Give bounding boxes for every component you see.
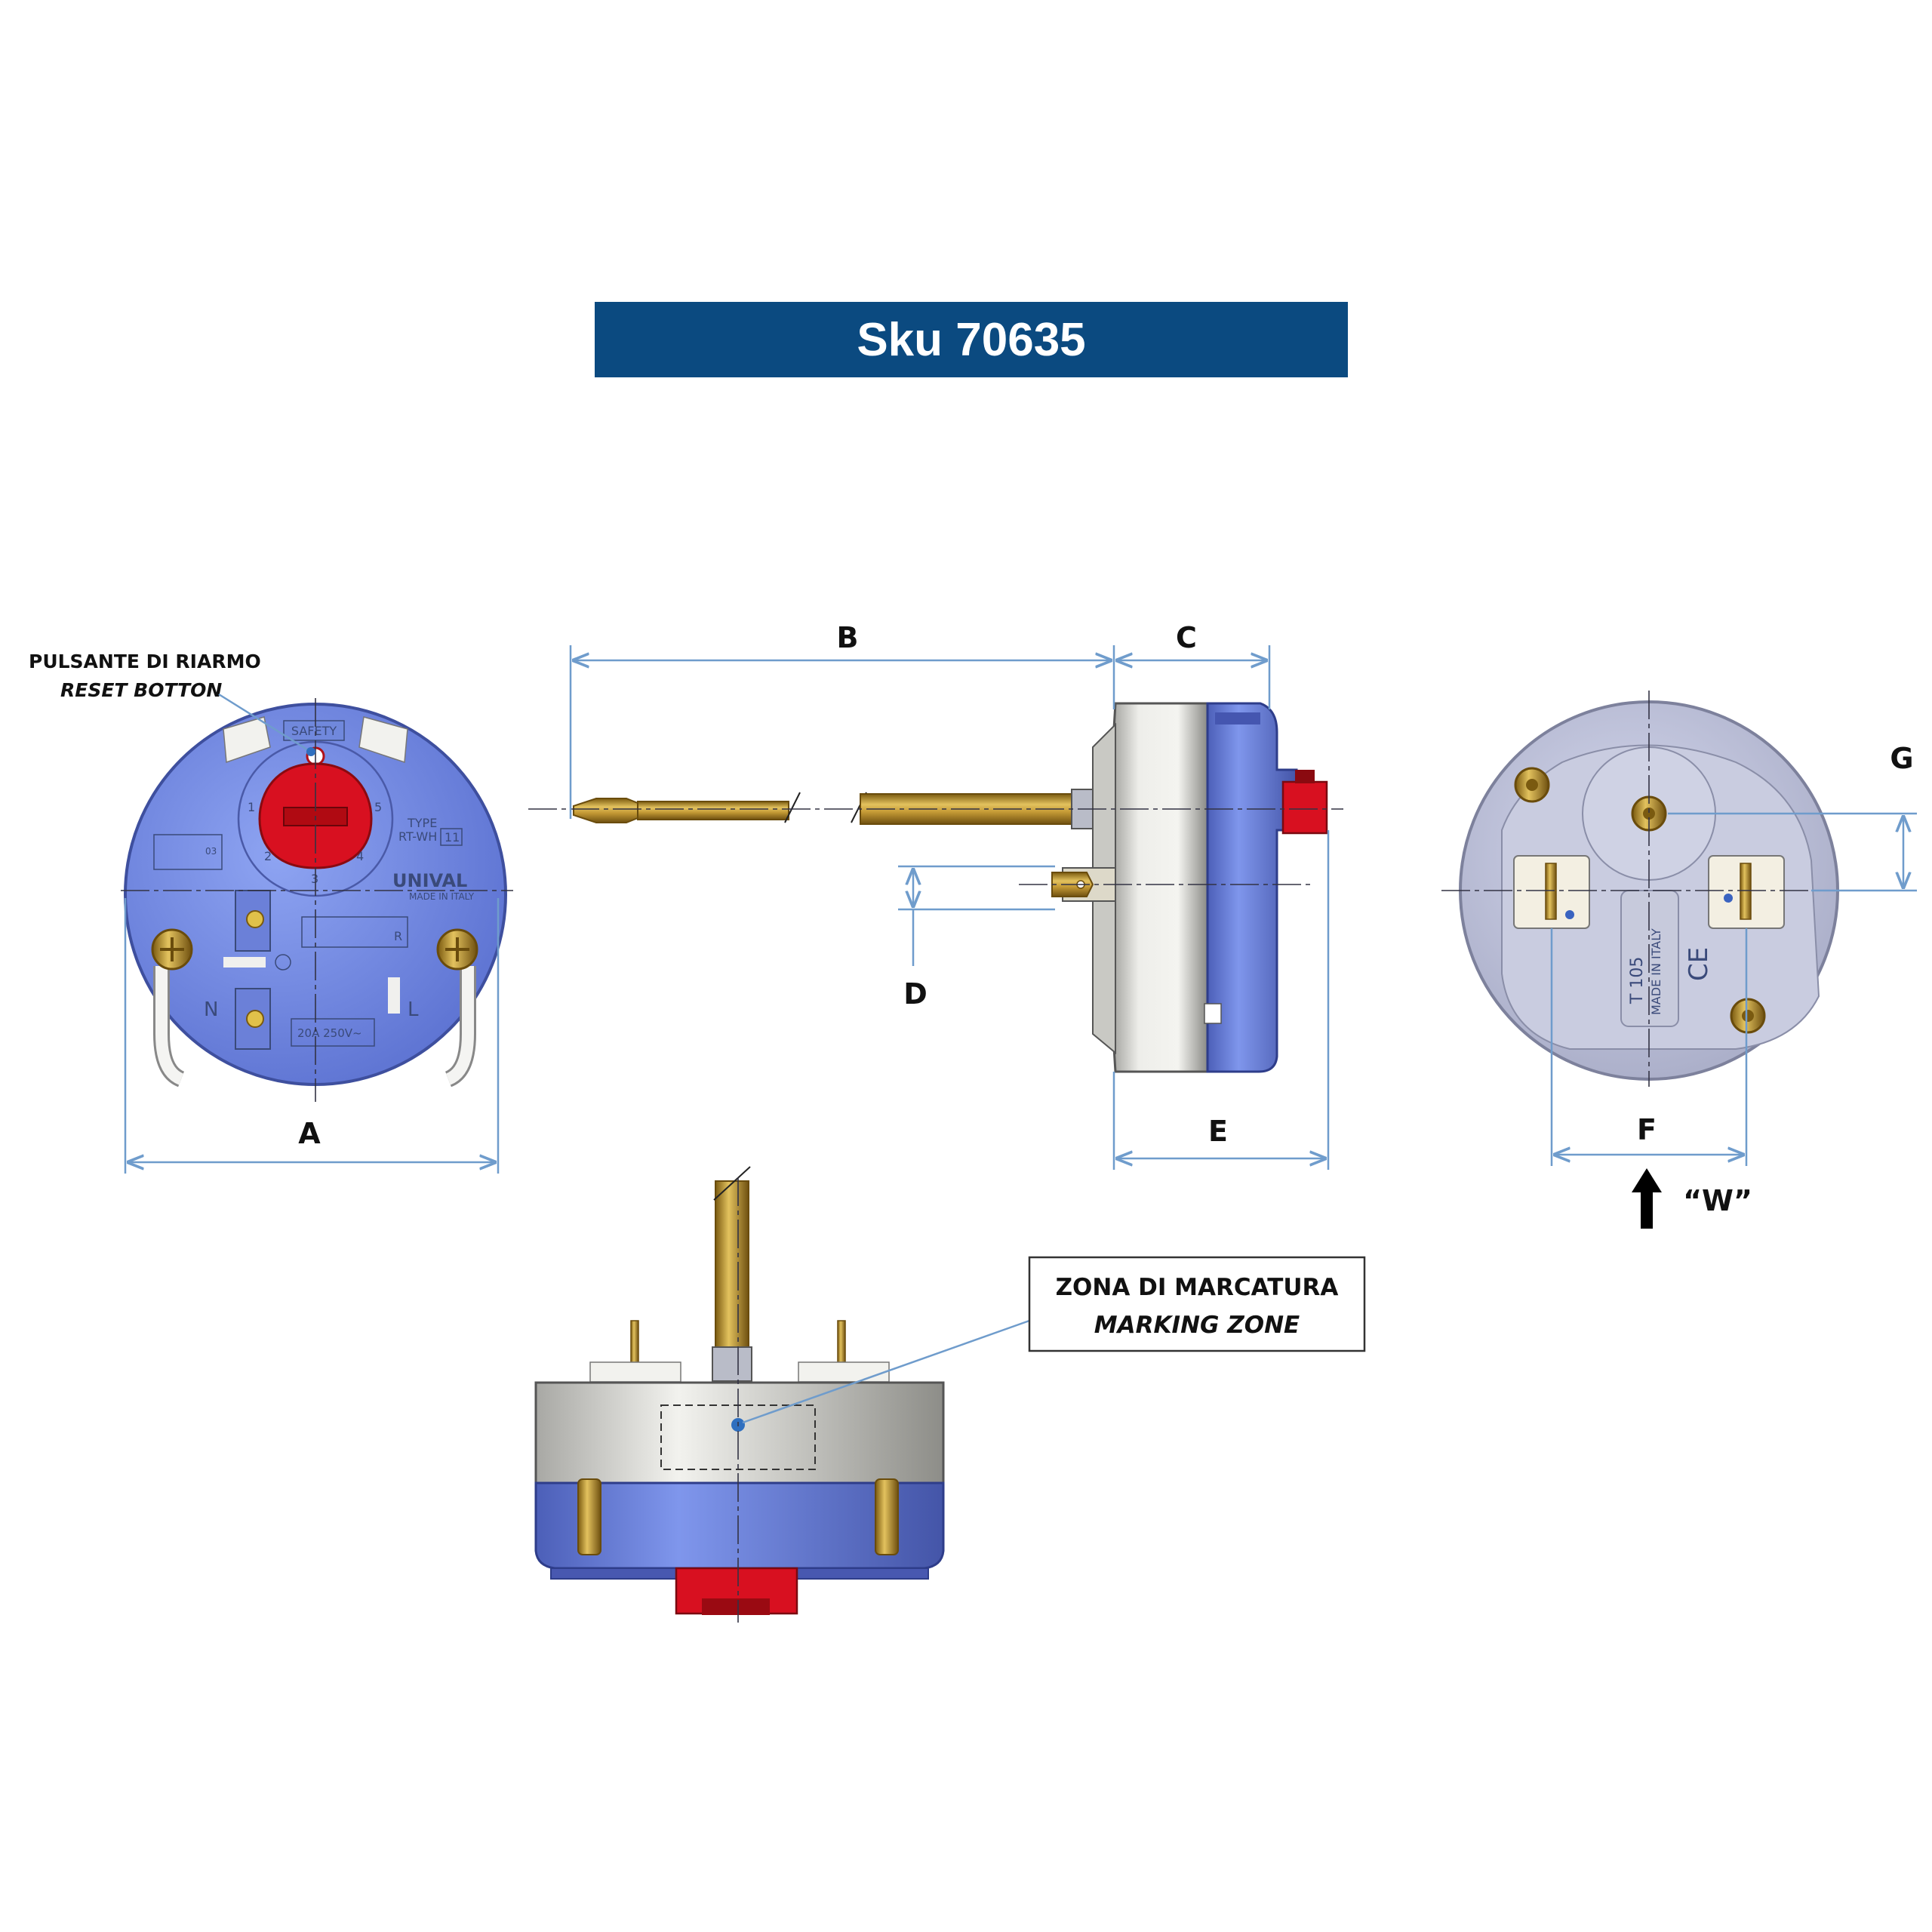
reset-leader-dot: [306, 747, 315, 756]
dim-d-label: D: [903, 977, 928, 1011]
wire-left: [155, 966, 184, 1085]
side-view: [528, 702, 1343, 1073]
terminal-n-letter: N: [204, 998, 218, 1021]
back-rivet-bottom-right-hole: [1742, 1010, 1754, 1022]
marking-leader-line: [742, 1319, 1030, 1424]
dial-number-4: 4: [356, 849, 364, 863]
marking-note-english: MARKING ZONE: [1094, 1312, 1300, 1339]
cert-mark: [153, 834, 223, 870]
bottom-rivet-left: [577, 1478, 601, 1555]
dim-c-label: C: [1176, 621, 1197, 654]
bottom-probe: [715, 1180, 749, 1348]
dial-number-1: 1: [248, 800, 255, 814]
front-tab-left: [223, 716, 271, 764]
wire-right: [445, 966, 474, 1085]
probe-tip: [573, 798, 638, 823]
rating-text: 20A 250V~: [297, 1026, 362, 1040]
terminal-screw-1: [246, 910, 264, 928]
reset-note-english: RESET BOTTON: [60, 679, 222, 701]
made-in-italy-front: MADE IN ITALY: [409, 891, 475, 902]
bottom-rivet-right: [875, 1478, 899, 1555]
view-w-arrow-icon: [1632, 1168, 1662, 1229]
dial-number-3: 3: [311, 872, 318, 886]
type-number-box: [440, 828, 463, 846]
back-terminal-right-spade: [1740, 863, 1752, 920]
back-terminal-left-spade: [1545, 863, 1557, 920]
bottom-terminal-left: [589, 1361, 681, 1383]
type-label: TYPE: [407, 816, 437, 830]
back-terminal-right-dot: [1724, 894, 1733, 903]
sku-banner: Sku 70635: [595, 302, 1348, 377]
screw-left-cross: [160, 937, 184, 961]
screw-right-cross: [445, 937, 469, 961]
bottom-terminal-right: [798, 1361, 890, 1383]
back-ce-mark: CE: [1684, 947, 1714, 981]
back-terminal-left-dot: [1565, 910, 1574, 919]
front-view: SAFETY 1 2 3 4 5 TYPE RT-WH 11 03 UNIVAL…: [121, 698, 513, 1102]
bottom-probe-break: [713, 1166, 751, 1201]
marking-note-box: [1028, 1256, 1366, 1352]
reset-leader-line: [218, 693, 310, 752]
back-rivet-top-left-hole: [1526, 779, 1538, 791]
bottom-pin-right: [837, 1320, 846, 1367]
front-slot: [223, 957, 266, 968]
front-slot-2: [388, 977, 400, 1014]
marking-note-italian: ZONA DI MARCATURA: [1056, 1274, 1339, 1301]
back-marking-plate: [1620, 890, 1679, 1027]
terminal-r-label: R: [394, 929, 402, 943]
terminal-screw-2: [246, 1010, 264, 1028]
terminal-l-letter: L: [408, 998, 419, 1021]
probe-break-1: [784, 792, 801, 823]
bottom-reset-shadow: [702, 1598, 770, 1615]
brand-text: UNIVAL: [392, 870, 467, 891]
side-body-grey: [1108, 702, 1209, 1073]
dim-e-label: E: [1208, 1115, 1228, 1148]
probe-segment-1: [637, 801, 789, 820]
side-blue-tab: [1215, 712, 1260, 724]
cert-number: 03: [205, 846, 217, 857]
bottom-view: [534, 1166, 945, 1623]
side-reset-button: [1281, 780, 1328, 835]
terminal-n-bottom: [235, 988, 271, 1050]
reset-note-italian: PULSANTE DI RIARMO: [29, 651, 261, 672]
bottom-pin-left: [630, 1320, 639, 1367]
back-center-hole: [1643, 808, 1655, 820]
back-view: T 105 MADE IN ITALY CE: [1441, 691, 1872, 1087]
view-w-label: “W”: [1683, 1184, 1752, 1217]
safety-plate: [283, 720, 345, 741]
side-clip: [1204, 1003, 1222, 1024]
neon-symbol: [275, 954, 291, 971]
dim-a-label: A: [298, 1117, 321, 1150]
back-made-in-italy: MADE IN ITALY: [1649, 928, 1663, 1015]
side-reset-cap: [1295, 770, 1315, 783]
dim-g-label: G: [1890, 742, 1913, 775]
dial-number-5: 5: [374, 800, 382, 814]
dim-b-label: B: [837, 621, 859, 654]
bottom-grey-band: [534, 1381, 945, 1484]
sku-title: Sku 70635: [857, 313, 1086, 366]
safety-text: SAFETY: [291, 724, 337, 738]
rating-box: [291, 1018, 375, 1047]
front-tab-right: [358, 716, 408, 764]
circuit-symbol: [301, 916, 408, 948]
dial-number-2: 2: [264, 849, 272, 863]
bottom-probe-collar: [712, 1346, 752, 1382]
dim-f-label: F: [1637, 1113, 1657, 1146]
back-code: T 105: [1628, 957, 1647, 1004]
type-number: 11: [445, 830, 460, 844]
type-code: RT-WH: [398, 829, 437, 844]
